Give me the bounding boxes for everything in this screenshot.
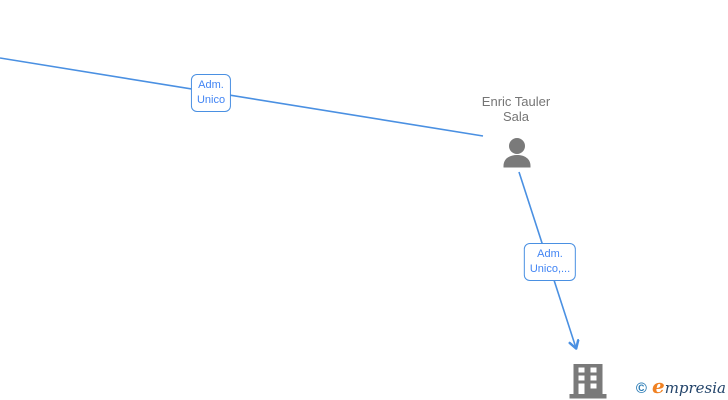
person-name-line: Enric Tauler xyxy=(481,94,551,109)
edge-label-adm-unico[interactable]: Adm. Unico xyxy=(190,74,232,112)
person-name: Enric Tauler Sala xyxy=(482,94,550,124)
empresia-logo: © e mpresia xyxy=(636,374,726,398)
edge-line-incoming xyxy=(0,57,484,137)
person-icon[interactable] xyxy=(503,138,531,168)
edge-label-adm-unico-truncated[interactable]: Adm. Unico,... xyxy=(523,243,577,281)
person-name-line: Sala xyxy=(502,109,530,124)
copyright-icon: © xyxy=(635,380,647,397)
edge-label-line: Unico,... xyxy=(529,263,571,275)
edge-label-line: Unico xyxy=(196,94,226,106)
edge-label-line: Adm. xyxy=(198,79,224,91)
building-icon[interactable] xyxy=(569,364,607,399)
logo-brand-text: mpresia xyxy=(664,379,726,397)
logo-brand-initial: e xyxy=(651,374,665,398)
edge-label-line: Adm. xyxy=(537,248,563,260)
